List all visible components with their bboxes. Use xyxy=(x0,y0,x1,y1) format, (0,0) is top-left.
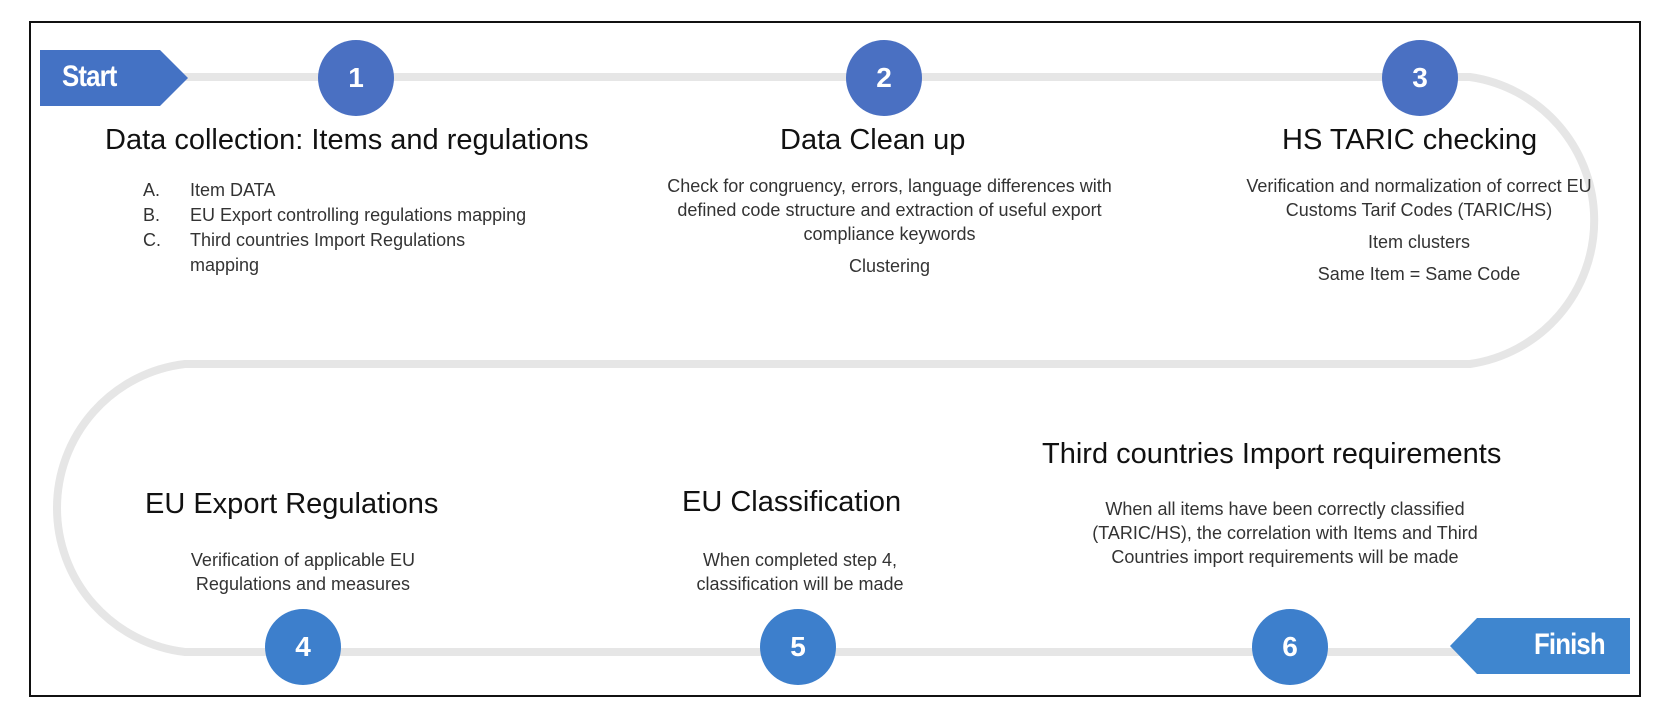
list-item: A.Item DATA xyxy=(143,180,276,200)
step-6-description: When all items have been correctly class… xyxy=(1092,499,1478,567)
start-label: Start xyxy=(62,60,117,93)
list-item: B.EU Export controlling regulations mapp… xyxy=(143,205,527,225)
step-5-circle: 5 xyxy=(760,609,836,685)
step-2-number: 2 xyxy=(876,62,892,93)
finish-label: Finish xyxy=(1534,628,1606,661)
start-flag xyxy=(40,50,188,106)
finish-flag xyxy=(1450,618,1630,674)
step-6-title: Third countries Import requirements xyxy=(1042,438,1502,470)
step-5-number: 5 xyxy=(790,631,806,662)
step-2-circle: 2 xyxy=(846,40,922,116)
step-2-description: Check for congruency, errors, language d… xyxy=(667,176,1112,276)
step-3-circle: 3 xyxy=(1382,40,1458,116)
step-3-description: Verification and normalization of correc… xyxy=(1246,176,1592,284)
step-3-number: 3 xyxy=(1412,62,1428,93)
step-5-description: When completed step 4, classification wi… xyxy=(696,550,904,594)
step-4-description: Verification of applicable EU Regulation… xyxy=(190,550,416,594)
step-6-circle: 6 xyxy=(1252,609,1328,685)
step-4-title: EU Export Regulations xyxy=(145,488,439,520)
step-1-list: A.Item DATA B.EU Export controlling regu… xyxy=(143,178,563,278)
step-4-circle: 4 xyxy=(265,609,341,685)
step-2-title: Data Clean up xyxy=(780,124,966,156)
list-item: C.Third countries Import Regulations map… xyxy=(143,230,466,275)
track-path xyxy=(53,73,1599,656)
step-1-circle: 1 xyxy=(318,40,394,116)
step-1-number: 1 xyxy=(348,62,364,93)
step-4-number: 4 xyxy=(295,631,311,662)
step-5-title: EU Classification xyxy=(682,486,902,518)
step-3-title: HS TARIC checking xyxy=(1282,124,1538,156)
step-6-number: 6 xyxy=(1282,631,1298,662)
step-1-title: Data collection: Items and regulations xyxy=(105,124,589,156)
diagram-frame xyxy=(29,21,1641,697)
